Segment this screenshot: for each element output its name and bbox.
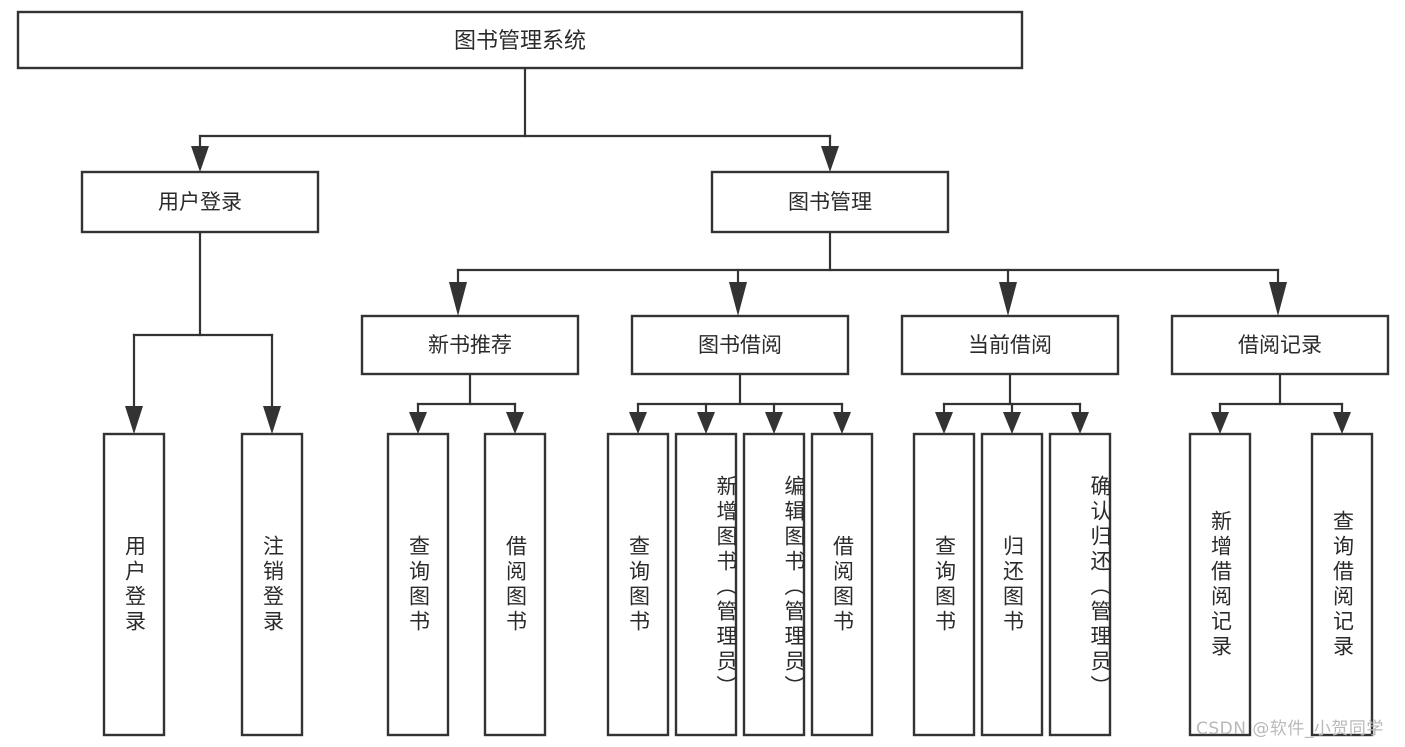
node-new-book-recommend[interactable]: 新书推荐 [360, 314, 580, 376]
connector-bookmgmt-to-level3 [449, 230, 1287, 316]
arrow-head-leaf-add-record [1211, 412, 1229, 434]
connector-root-to-level2 [191, 66, 839, 172]
arrow-head-leaf-borrow-book-1 [506, 412, 524, 434]
leaf-box-query-book-2[interactable] [606, 432, 670, 737]
leaf-box-borrow-book-1[interactable] [483, 432, 547, 737]
node-book-borrow-box[interactable] [630, 314, 850, 376]
leaf-box-borrow-book-2[interactable] [810, 432, 874, 737]
connector-userlogin-to-leaves [125, 230, 281, 434]
node-user-login-box[interactable] [80, 170, 320, 234]
arrow-head-leaf-confirm-return [1071, 412, 1089, 434]
node-book-management[interactable]: 图书管理 [710, 170, 950, 234]
node-new-book-recommend-label: 新书推荐 [428, 333, 512, 357]
connector-bookborrow-to-leaves [629, 372, 851, 434]
node-root[interactable]: 图书管理系统 [16, 10, 1024, 70]
node-book-borrow[interactable]: 图书借阅 [630, 314, 850, 376]
csdn-watermark: CSDN @软件_小贺同学 [1196, 719, 1384, 739]
leaf-box-user-logout[interactable] [240, 432, 304, 737]
arrow-head-leaf-user-logout [263, 406, 281, 434]
node-borrow-record-label: 借阅记录 [1238, 333, 1322, 357]
node-current-borrow-box[interactable] [900, 314, 1120, 376]
leaf-box-query-book-1[interactable] [386, 432, 450, 737]
leaf-box-edit-book-admin[interactable] [742, 432, 806, 737]
arrow-head-leaf-query-book-1 [409, 412, 427, 434]
arrow-head-borrow-record [1269, 282, 1287, 316]
leaf-box-add-book-admin[interactable] [674, 432, 738, 737]
node-new-book-recommend-box[interactable] [360, 314, 580, 376]
node-current-borrow[interactable]: 当前借阅 [900, 314, 1120, 376]
arrow-head-leaf-borrow-book-2 [833, 412, 851, 434]
node-user-login-label: 用户登录 [158, 190, 242, 214]
node-book-management-box[interactable] [710, 170, 950, 234]
node-user-login[interactable]: 用户登录 [80, 170, 320, 234]
connector-currentborrow-to-leaves [935, 372, 1089, 434]
connector-newbook-to-leaves [409, 372, 524, 434]
arrow-head-leaf-add-book-admin [697, 412, 715, 434]
node-borrow-record[interactable]: 借阅记录 [1170, 314, 1390, 376]
arrow-head-leaf-query-record [1333, 412, 1351, 434]
arrow-head-leaf-query-book-2 [629, 412, 647, 434]
arrow-head-book-borrow [729, 282, 747, 316]
arrow-head-new-book-recommend [449, 282, 467, 316]
leaf-box-user-login[interactable] [102, 432, 166, 737]
node-root-label: 图书管理系统 [454, 29, 586, 54]
arrow-head-book-management [821, 146, 839, 172]
node-book-management-label: 图书管理 [788, 190, 872, 214]
node-current-borrow-label: 当前借阅 [968, 333, 1052, 357]
connector-borrowrecord-to-leaves [1211, 372, 1351, 434]
arrow-head-leaf-return-book [1003, 412, 1021, 434]
leaf-box-add-record[interactable] [1188, 432, 1252, 737]
arrow-head-user-login [191, 146, 209, 172]
arrow-head-leaf-edit-book-admin [765, 412, 783, 434]
leaf-box-return-book[interactable] [980, 432, 1044, 737]
node-borrow-record-box[interactable] [1170, 314, 1390, 376]
node-root-box[interactable] [16, 10, 1024, 70]
leaf-box-query-record[interactable] [1310, 432, 1374, 737]
node-book-borrow-label: 图书借阅 [698, 333, 782, 357]
arrow-head-current-borrow [999, 282, 1017, 316]
leaf-box-confirm-return[interactable] [1048, 432, 1112, 737]
leaf-box-query-book-3[interactable] [912, 432, 976, 737]
arrow-head-leaf-query-book-3 [935, 412, 953, 434]
arrow-head-leaf-user-login [125, 406, 143, 434]
